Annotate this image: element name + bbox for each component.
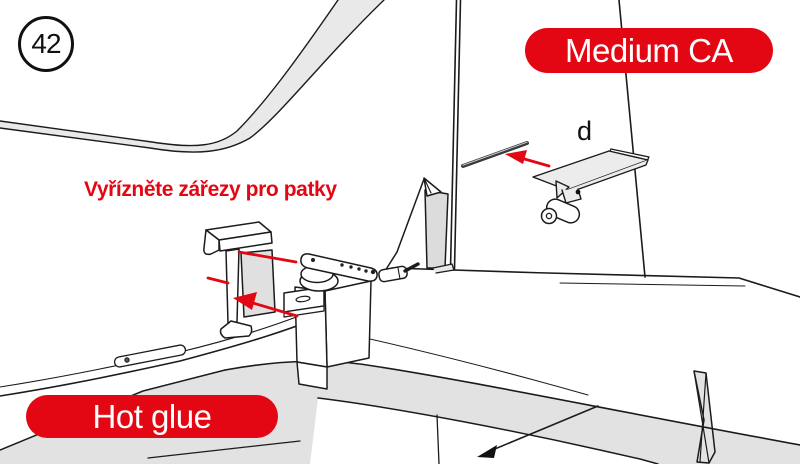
wing-band bbox=[0, 0, 384, 153]
rudder-foot-bracket bbox=[203, 221, 276, 339]
arrow-to-notch bbox=[251, 301, 299, 318]
rudder-pushrod bbox=[461, 141, 529, 168]
arrow-to-pushrod bbox=[519, 156, 551, 168]
fin-leading-edge bbox=[449, 0, 458, 270]
badge-medium-ca: Medium CA bbox=[525, 28, 773, 73]
cut-mark-upper bbox=[237, 250, 298, 264]
control-horn-part-d bbox=[532, 148, 650, 225]
badge-hot-glue: Hot glue bbox=[26, 395, 278, 438]
cut-mark-lower bbox=[206, 276, 230, 285]
cut-notches-annotation: Vyřízněte zářezy pro patky bbox=[84, 178, 337, 201]
step-number-badge: 42 bbox=[18, 16, 74, 72]
red-annotations bbox=[206, 150, 551, 318]
part-d-label: d bbox=[577, 116, 593, 146]
stab-top-edge bbox=[391, 267, 800, 298]
servo bbox=[283, 253, 420, 390]
badge-medium-ca-label: Medium CA bbox=[565, 31, 733, 69]
servo-arm bbox=[300, 253, 378, 282]
step-number: 42 bbox=[31, 28, 61, 59]
badge-hot-glue-label: Hot glue bbox=[92, 397, 212, 435]
elevator-tab bbox=[693, 370, 716, 464]
fin-post bbox=[423, 177, 455, 274]
